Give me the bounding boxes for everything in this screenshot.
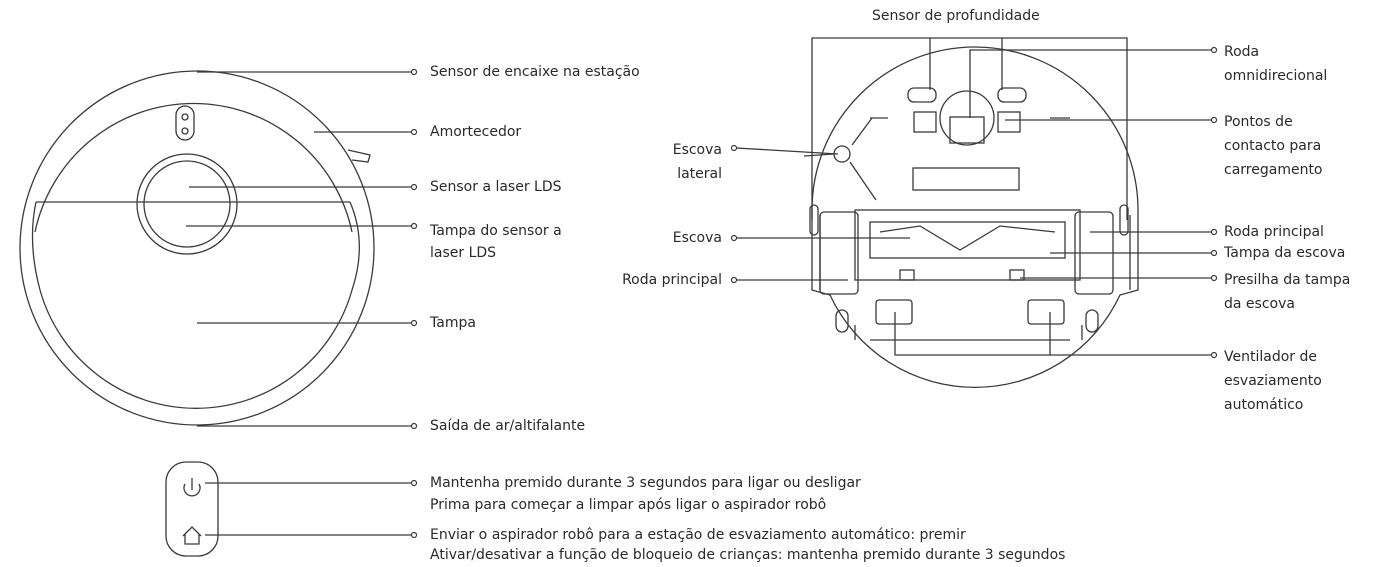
- label-air-outlet: Saída de ar/altifalante: [430, 418, 586, 434]
- evac-vent-right: [1027, 299, 1065, 325]
- label-brush-cover-latch: Presilha da tampa da escova: [1224, 272, 1351, 312]
- label-cliff-sensor: Sensor de profundidade: [872, 8, 1040, 24]
- robot-bottom-body: [811, 46, 1139, 388]
- main-brush: [869, 221, 1066, 259]
- label-omni-wheel: Roda omnidirecional: [1224, 44, 1328, 84]
- lds-sensor-inner: [143, 160, 231, 248]
- bottom-view: [735, 37, 1212, 388]
- bottom-label-plate: [912, 167, 1020, 191]
- label-home-desc-2: Ativar/desativar a função de bloqueio de…: [430, 547, 1066, 563]
- evac-vent-left: [875, 299, 913, 325]
- left-main-wheel: [819, 211, 859, 295]
- robot-bumper-ring: [34, 102, 353, 233]
- top-view: [19, 70, 412, 427]
- label-evacuation-vent: Ventilador de esvaziamento automático: [1224, 349, 1322, 413]
- omni-wheel: [939, 90, 995, 146]
- label-main-wheel-left: Roda principal: [622, 272, 722, 288]
- lds-sensor-outer: [136, 153, 238, 255]
- top-button-panel: [175, 105, 195, 141]
- label-charging-contacts: Pontos de contacto para carregamento: [1224, 114, 1323, 178]
- power-button-glyph: [183, 483, 201, 497]
- label-lid: Tampa: [430, 315, 476, 331]
- brush-cover-frame: [854, 209, 1081, 281]
- label-lds-sensor: Sensor a laser LDS: [430, 179, 562, 195]
- label-bumper: Amortecedor: [430, 124, 522, 140]
- button-panel-outline: [165, 461, 219, 557]
- label-dock-sensor: Sensor de encaixe na estação: [430, 64, 640, 80]
- label-power-desc-1: Mantenha premido durante 3 segundos para…: [430, 475, 861, 491]
- home-button-glyph: [182, 526, 202, 545]
- button-panel: [165, 461, 412, 557]
- label-home-desc-1: Enviar o aspirador robô para a estação d…: [430, 527, 966, 543]
- label-brush-cover: Tampa da escova: [1224, 245, 1346, 261]
- label-power-desc-2: Prima para começar a limpar após ligar o…: [430, 497, 827, 513]
- label-side-brush: Escova lateral: [672, 142, 722, 182]
- label-main-wheel-right: Roda principal: [1224, 224, 1324, 240]
- robot-top-body: [19, 70, 375, 426]
- label-brush: Escova: [672, 230, 722, 246]
- label-lds-cover: Tampa do sensor a laser LDS: [430, 223, 562, 261]
